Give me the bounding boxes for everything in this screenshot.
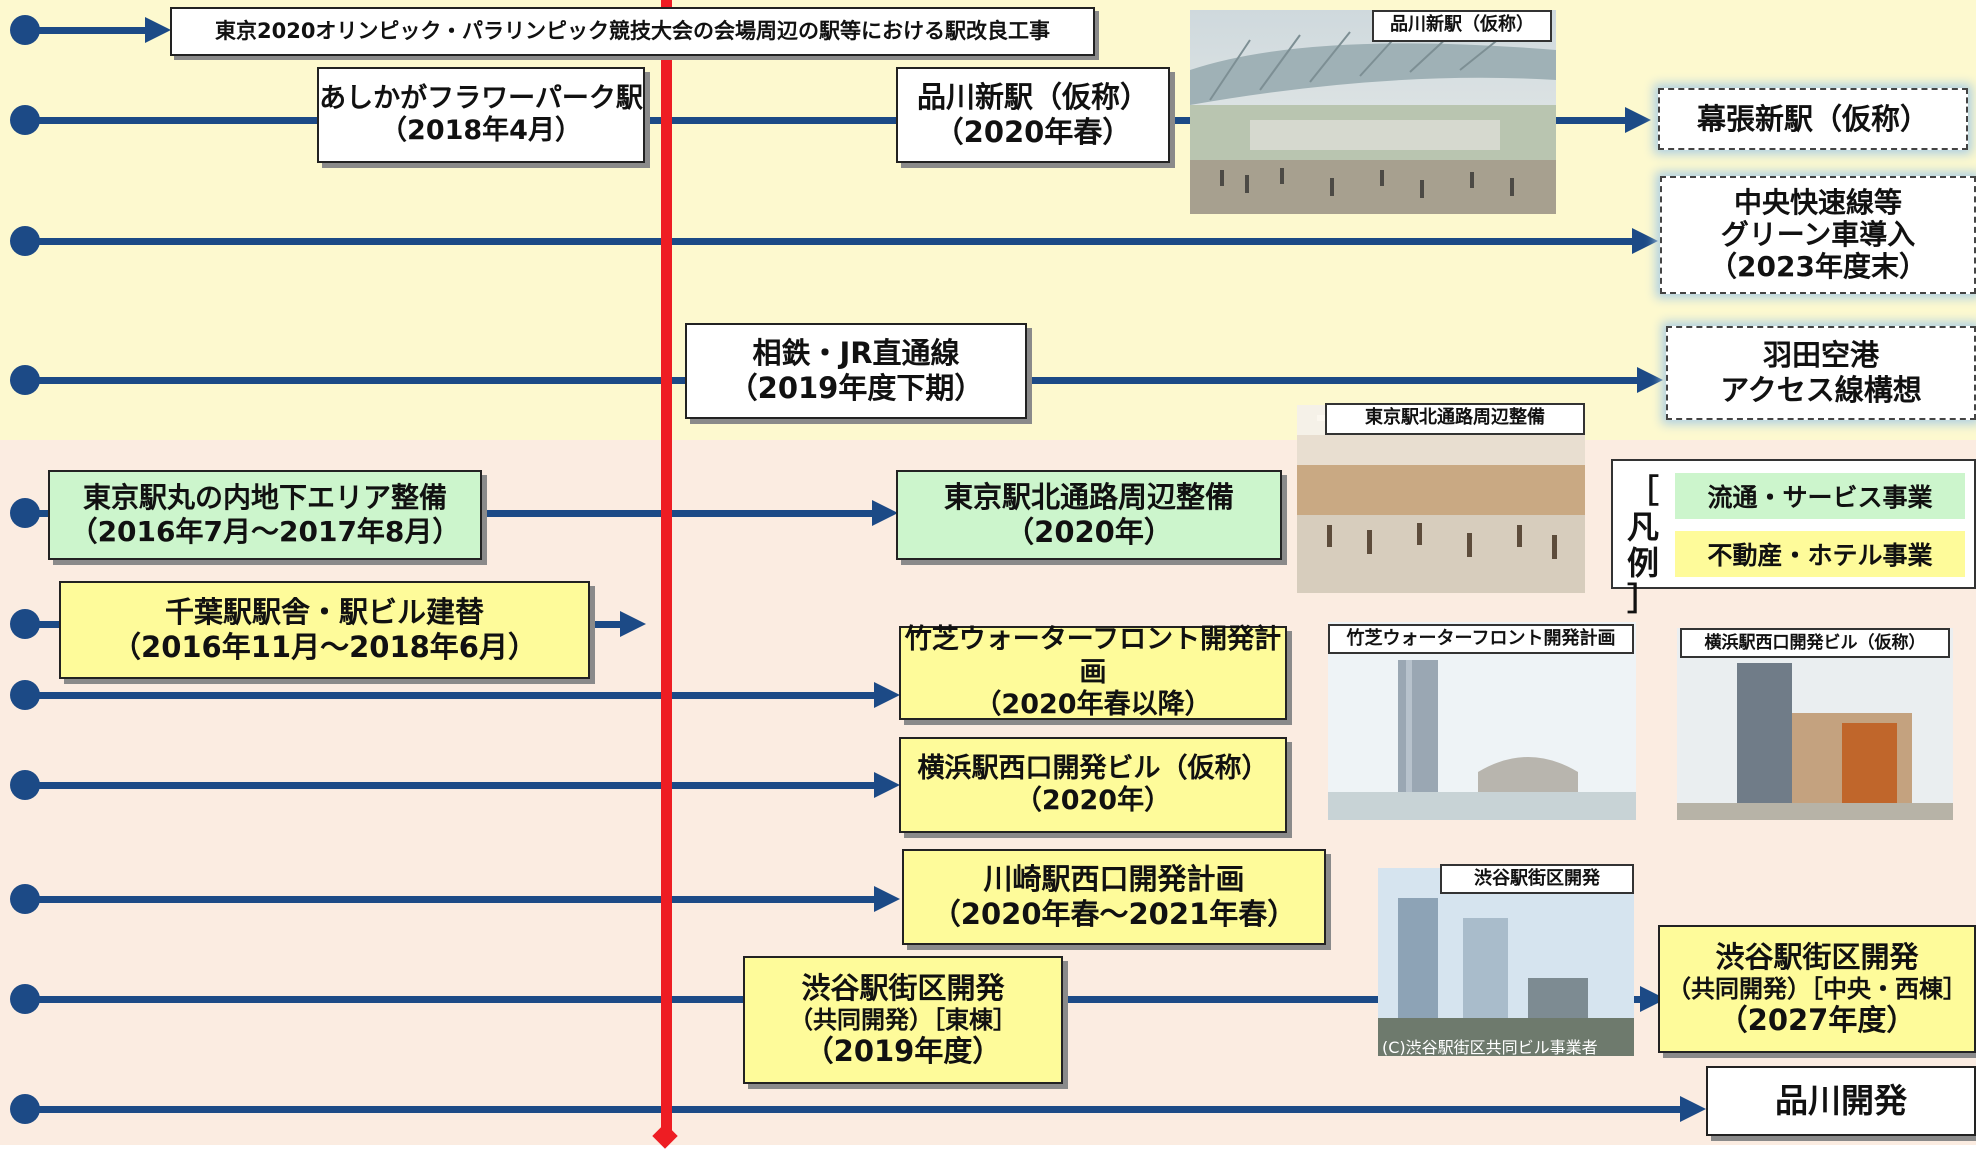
takeshiba-box: 竹芝ウォーターフロント開発計画 （2020年春以降） — [899, 624, 1287, 721]
chiba-date: （2016年11月～2018年6月） — [112, 630, 537, 664]
shinagawa-dev-name: 品川開発 — [1775, 1081, 1907, 1121]
yokohama-name: 横浜駅西口開発ビル（仮称） — [917, 752, 1269, 784]
shinagawa-new-name: 品川新駅（仮称） — [916, 80, 1149, 115]
legend-item-retail: 流通・サービス事業 — [1675, 473, 1965, 519]
timeline-arrowhead — [620, 611, 646, 637]
timeline-line — [25, 996, 1378, 1003]
tokyo-north-date: （2020年） — [1005, 515, 1173, 549]
chuo-green-box: 中央快速線等 グリーン車導入 （2023年度末） — [1660, 176, 1976, 294]
tokyo-north-name: 東京駅北通路周辺整備 — [943, 480, 1234, 515]
timeline-arrowhead — [1625, 107, 1651, 133]
timeline-arrowhead — [874, 886, 900, 912]
kawasaki-name: 川崎駅西口開発計画 — [983, 862, 1245, 897]
timeline-line — [25, 782, 874, 789]
tokyo-north-photo-label: 東京駅北通路周辺整備 — [1325, 403, 1585, 435]
haneda-line1: 羽田空港 — [1762, 338, 1879, 373]
sotetsu-name: 相鉄・JR直通線 — [752, 336, 960, 371]
timeline-line — [25, 238, 1632, 245]
yokohama-box: 横浜駅西口開発ビル（仮称） （2020年） — [899, 737, 1287, 833]
shibuya-central-date: （2027年度） — [1718, 1003, 1916, 1038]
yokohama-date: （2020年） — [1014, 785, 1172, 816]
tokyo-north-box: 東京駅北通路周辺整備 （2020年） — [896, 470, 1282, 560]
shibuya-photo-credit: (C)渋谷駅街区共同ビル事業者 — [1382, 1034, 1598, 1058]
yokohama-photo-label-text: 横浜駅西口開発ビル（仮称） — [1704, 633, 1926, 653]
chuo-green-date: （2023年度末） — [1709, 250, 1927, 284]
chuo-green-line2: グリーン車導入 — [1720, 217, 1916, 251]
today-marker — [661, 0, 672, 1133]
shibuya-central-box: 渋谷駅街区開発 （共同開発）［中央・西棟］ （2027年度） — [1658, 925, 1976, 1053]
ashikaga-box: あしかがフラワーパーク駅 （2018年4月） — [317, 67, 645, 163]
timeline-line — [1634, 996, 1640, 1003]
takeshiba-name: 竹芝ウォーターフロント開発計画 — [904, 624, 1282, 688]
timeline-arrowhead — [1680, 1096, 1706, 1122]
shinagawa-dev-box: 品川開発 — [1706, 1066, 1976, 1136]
shinagawa-new-box: 品川新駅（仮称） （2020年春） — [896, 67, 1170, 163]
timeline-line — [25, 27, 145, 34]
shibuya-photo-label: 渋谷駅街区開発 — [1440, 864, 1634, 894]
shinagawa-new-date: （2020年春） — [934, 115, 1132, 149]
header-title: 東京2020オリンピック・パラリンピック競技大会の会場周辺の駅等における駅改良工… — [214, 18, 1051, 43]
chiba-name: 千葉駅駅舎・駅ビル建替 — [164, 595, 484, 630]
shibuya-photo — [1378, 868, 1634, 1056]
legend-item-realestate-label: 不動産・ホテル事業 — [1707, 541, 1933, 570]
shibuya-photo-label-text: 渋谷駅街区開発 — [1474, 868, 1600, 889]
ashikaga-date: （2018年4月） — [380, 115, 582, 146]
timeline-line — [25, 692, 874, 699]
timeline-arrowhead — [874, 682, 900, 708]
shibuya-east-sub: （共同開発）［東棟］ — [789, 1005, 1017, 1034]
takeshiba-photo — [1328, 622, 1636, 820]
makuhari-name: 幕張新駅（仮称） — [1696, 101, 1929, 136]
header-title-box: 東京2020オリンピック・パラリンピック競技大会の会場周辺の駅等における駅改良工… — [170, 7, 1095, 56]
sotetsu-box: 相鉄・JR直通線 （2019年度下期） — [685, 323, 1027, 419]
takeshiba-photo-label-text: 竹芝ウォーターフロント開発計画 — [1346, 628, 1616, 649]
legend-item-realestate: 不動産・ホテル事業 — [1675, 531, 1965, 577]
takeshiba-date: （2020年春以降） — [974, 689, 1212, 721]
yokohama-photo-label: 横浜駅西口開発ビル（仮称） — [1680, 628, 1950, 658]
shibuya-east-name: 渋谷駅街区開発 — [801, 970, 1005, 1005]
marunouchi-name: 東京駅丸の内地下エリア整備 — [82, 481, 447, 515]
timeline-arrowhead — [145, 17, 171, 43]
tokyo-north-photo-label-text: 東京駅北通路周辺整備 — [1365, 407, 1545, 428]
timeline-arrowhead — [872, 500, 898, 526]
makuhari-box: 幕張新駅（仮称） — [1658, 88, 1968, 150]
legend-title: ［凡例］ — [1626, 472, 1659, 618]
shibuya-photo-credit-text: (C)渋谷駅街区共同ビル事業者 — [1382, 1038, 1598, 1057]
yokohama-photo — [1677, 628, 1953, 820]
marunouchi-box: 東京駅丸の内地下エリア整備 （2016年7月～2017年8月） — [48, 470, 482, 560]
shinagawa-photo-label: 品川新駅（仮称） — [1372, 10, 1552, 42]
kawasaki-box: 川崎駅西口開発計画 （2020年春～2021年春） — [902, 849, 1326, 945]
timeline-arrowhead — [874, 772, 900, 798]
haneda-line2: アクセス線構想 — [1720, 373, 1922, 407]
timeline-arrowhead — [1637, 367, 1663, 393]
shibuya-central-sub: （共同開発）［中央・西棟］ — [1667, 974, 1967, 1003]
marunouchi-date: （2016年7月～2017年8月） — [69, 515, 461, 548]
chuo-green-line1: 中央快速線等 — [1733, 185, 1902, 219]
haneda-box: 羽田空港 アクセス線構想 — [1666, 326, 1976, 420]
shinagawa-photo-label-text: 品川新駅（仮称） — [1390, 14, 1534, 35]
shibuya-east-box: 渋谷駅街区開発 （共同開発）［東棟］ （2019年度） — [743, 956, 1063, 1084]
timeline-line — [25, 896, 874, 903]
legend: ［凡例］ 流通・サービス事業 不動産・ホテル事業 — [1611, 459, 1976, 617]
kawasaki-date: （2020年春～2021年春） — [931, 897, 1297, 931]
shibuya-east-date: （2019年度） — [804, 1034, 1002, 1069]
shibuya-central-name: 渋谷駅街区開発 — [1715, 939, 1919, 974]
ashikaga-name: あしかがフラワーパーク駅 — [319, 82, 643, 114]
sotetsu-date: （2019年度下期） — [728, 371, 984, 405]
shinagawa-station-photo — [1190, 10, 1556, 214]
timeline-arrowhead — [1632, 228, 1658, 254]
legend-item-retail-label: 流通・サービス事業 — [1707, 483, 1933, 512]
chiba-box: 千葉駅駅舎・駅ビル建替 （2016年11月～2018年6月） — [59, 581, 590, 679]
timeline-line — [25, 1106, 1680, 1113]
timeline-line — [25, 117, 1625, 124]
takeshiba-photo-label: 竹芝ウォーターフロント開発計画 — [1328, 624, 1634, 654]
